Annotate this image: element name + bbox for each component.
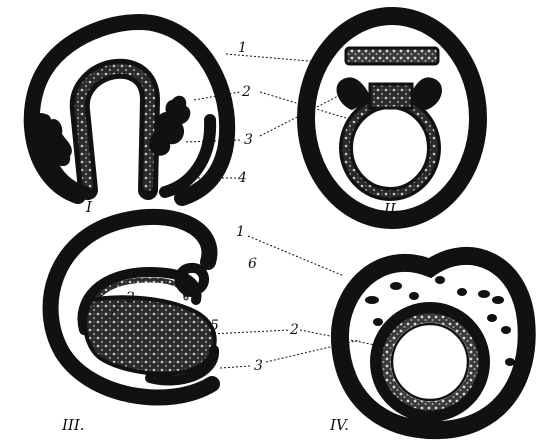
label-1-top: 1	[238, 40, 247, 56]
label-3-top: 3	[244, 132, 253, 148]
label-2-bottom: 2	[289, 322, 299, 338]
panel-label-iv: IV.	[329, 416, 349, 434]
label-6: 6	[248, 256, 257, 272]
panel-ii-neural-band	[346, 48, 438, 64]
panel-ii-gut-ring-cells	[346, 102, 434, 194]
label-3-bottom: 3	[254, 358, 263, 374]
panel-label-i: I	[85, 198, 93, 216]
panel-iii	[51, 217, 215, 398]
panel-iv-tube-ring-cells	[386, 318, 474, 406]
panel-ii-dorsal-block	[370, 84, 412, 108]
label-2-left: 2	[125, 290, 135, 306]
panel-ii	[306, 16, 478, 220]
panel-i	[32, 22, 227, 198]
panel-iv-tube-inner	[392, 324, 468, 400]
panel-label-ii: II	[383, 200, 397, 218]
panel-iii-yolk-mass	[85, 297, 215, 374]
label-5: 5	[210, 318, 219, 334]
label-1-bottom: 1	[236, 224, 245, 240]
panel-iv	[340, 256, 527, 430]
panel-label-iii: III.	[61, 416, 85, 434]
label-2-top: 2	[241, 84, 251, 100]
label-4-top: 4	[237, 170, 247, 186]
